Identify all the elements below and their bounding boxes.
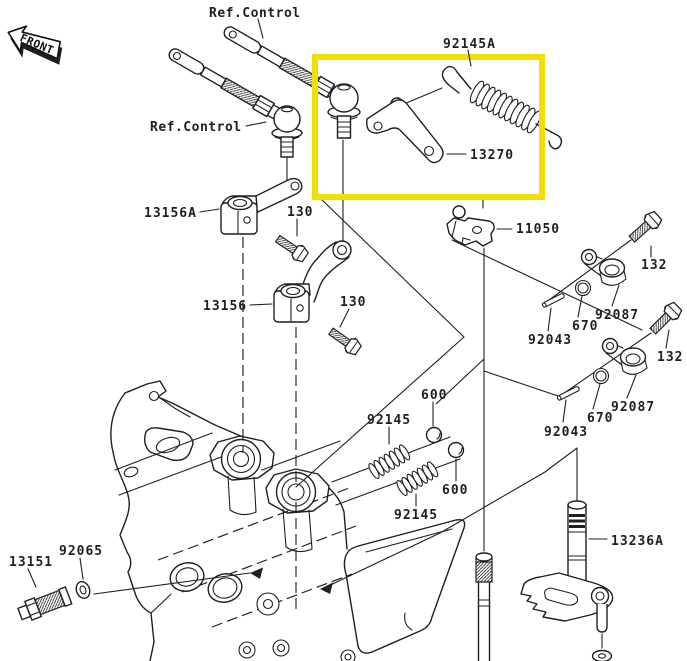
part-label-130-upper: 130: [287, 205, 313, 220]
ball-600-lower: [447, 441, 465, 459]
spring-92145-upper: [368, 444, 411, 479]
front-arrow: FRONT: [7, 25, 63, 65]
pin-92043-lower: [556, 386, 580, 401]
part-label-600-lower: 600: [442, 483, 468, 498]
bolt-130-upper: [272, 231, 311, 265]
bolt-132-upper: [625, 208, 665, 247]
part-label-11050: 11050: [516, 222, 560, 237]
part-label-92043-upper: 92043: [528, 333, 572, 348]
plate-13236a: [520, 572, 614, 661]
part-label-600-upper: 600: [421, 388, 447, 403]
part-label-92065: 92065: [59, 544, 103, 559]
highlight-box: [312, 54, 545, 200]
part-label-92087-lower: 92087: [611, 400, 655, 415]
oring-670-lower: [592, 367, 610, 385]
callout-labels: Ref.Control Ref.Control 92145A 13270 110…: [9, 6, 683, 570]
callout-leaders: [27, 18, 670, 588]
part-label-13236a: 13236A: [611, 534, 664, 549]
leader-lines: [93, 139, 652, 595]
ball-600-upper: [425, 426, 443, 444]
part-label-ref-control-left: Ref.Control: [150, 120, 242, 135]
part-label-92087-upper: 92087: [595, 308, 639, 323]
part-label-670-upper: 670: [572, 319, 598, 334]
washer-92065: [75, 581, 91, 599]
part-label-13270: 13270: [470, 148, 514, 163]
bolt-130-lower: [325, 324, 364, 358]
crankcase-drawing: [110, 380, 466, 661]
part-label-13151: 13151: [9, 555, 53, 570]
part-label-92145-lower: 92145: [394, 508, 438, 523]
lever-92087-lower: [601, 337, 648, 375]
part-label-132-upper: 132: [641, 258, 667, 273]
pin-92043-upper: [541, 293, 565, 308]
tie-rod-end-lower: [271, 105, 303, 158]
spring-92145a: [403, 65, 563, 150]
part-label-92145-upper: 92145: [367, 413, 411, 428]
part-label-13156: 13156: [203, 299, 247, 314]
tie-rod-end-upper: [327, 83, 361, 139]
switch-13151: [17, 586, 73, 621]
shaft-13236a: [567, 500, 587, 589]
detent-rod: [475, 552, 493, 661]
part-label-92043-lower: 92043: [544, 425, 588, 440]
spring-92145-lower: [396, 461, 439, 496]
part-label-13156a: 13156A: [144, 206, 197, 221]
bracket-13270: [366, 97, 444, 164]
lever-92087-upper: [580, 248, 627, 286]
part-label-92145a: 92145A: [443, 37, 496, 52]
part-label-ref-control-top: Ref.Control: [209, 6, 301, 21]
part-label-670-lower: 670: [587, 411, 613, 426]
bracket-11050: [446, 205, 495, 247]
lever-13156a: [220, 177, 303, 235]
oring-670-upper: [574, 279, 592, 297]
bolt-132-lower: [646, 299, 685, 338]
part-label-132-lower: 132: [657, 350, 683, 365]
part-label-130-lower: 130: [340, 295, 366, 310]
lever-13156: [273, 240, 352, 323]
